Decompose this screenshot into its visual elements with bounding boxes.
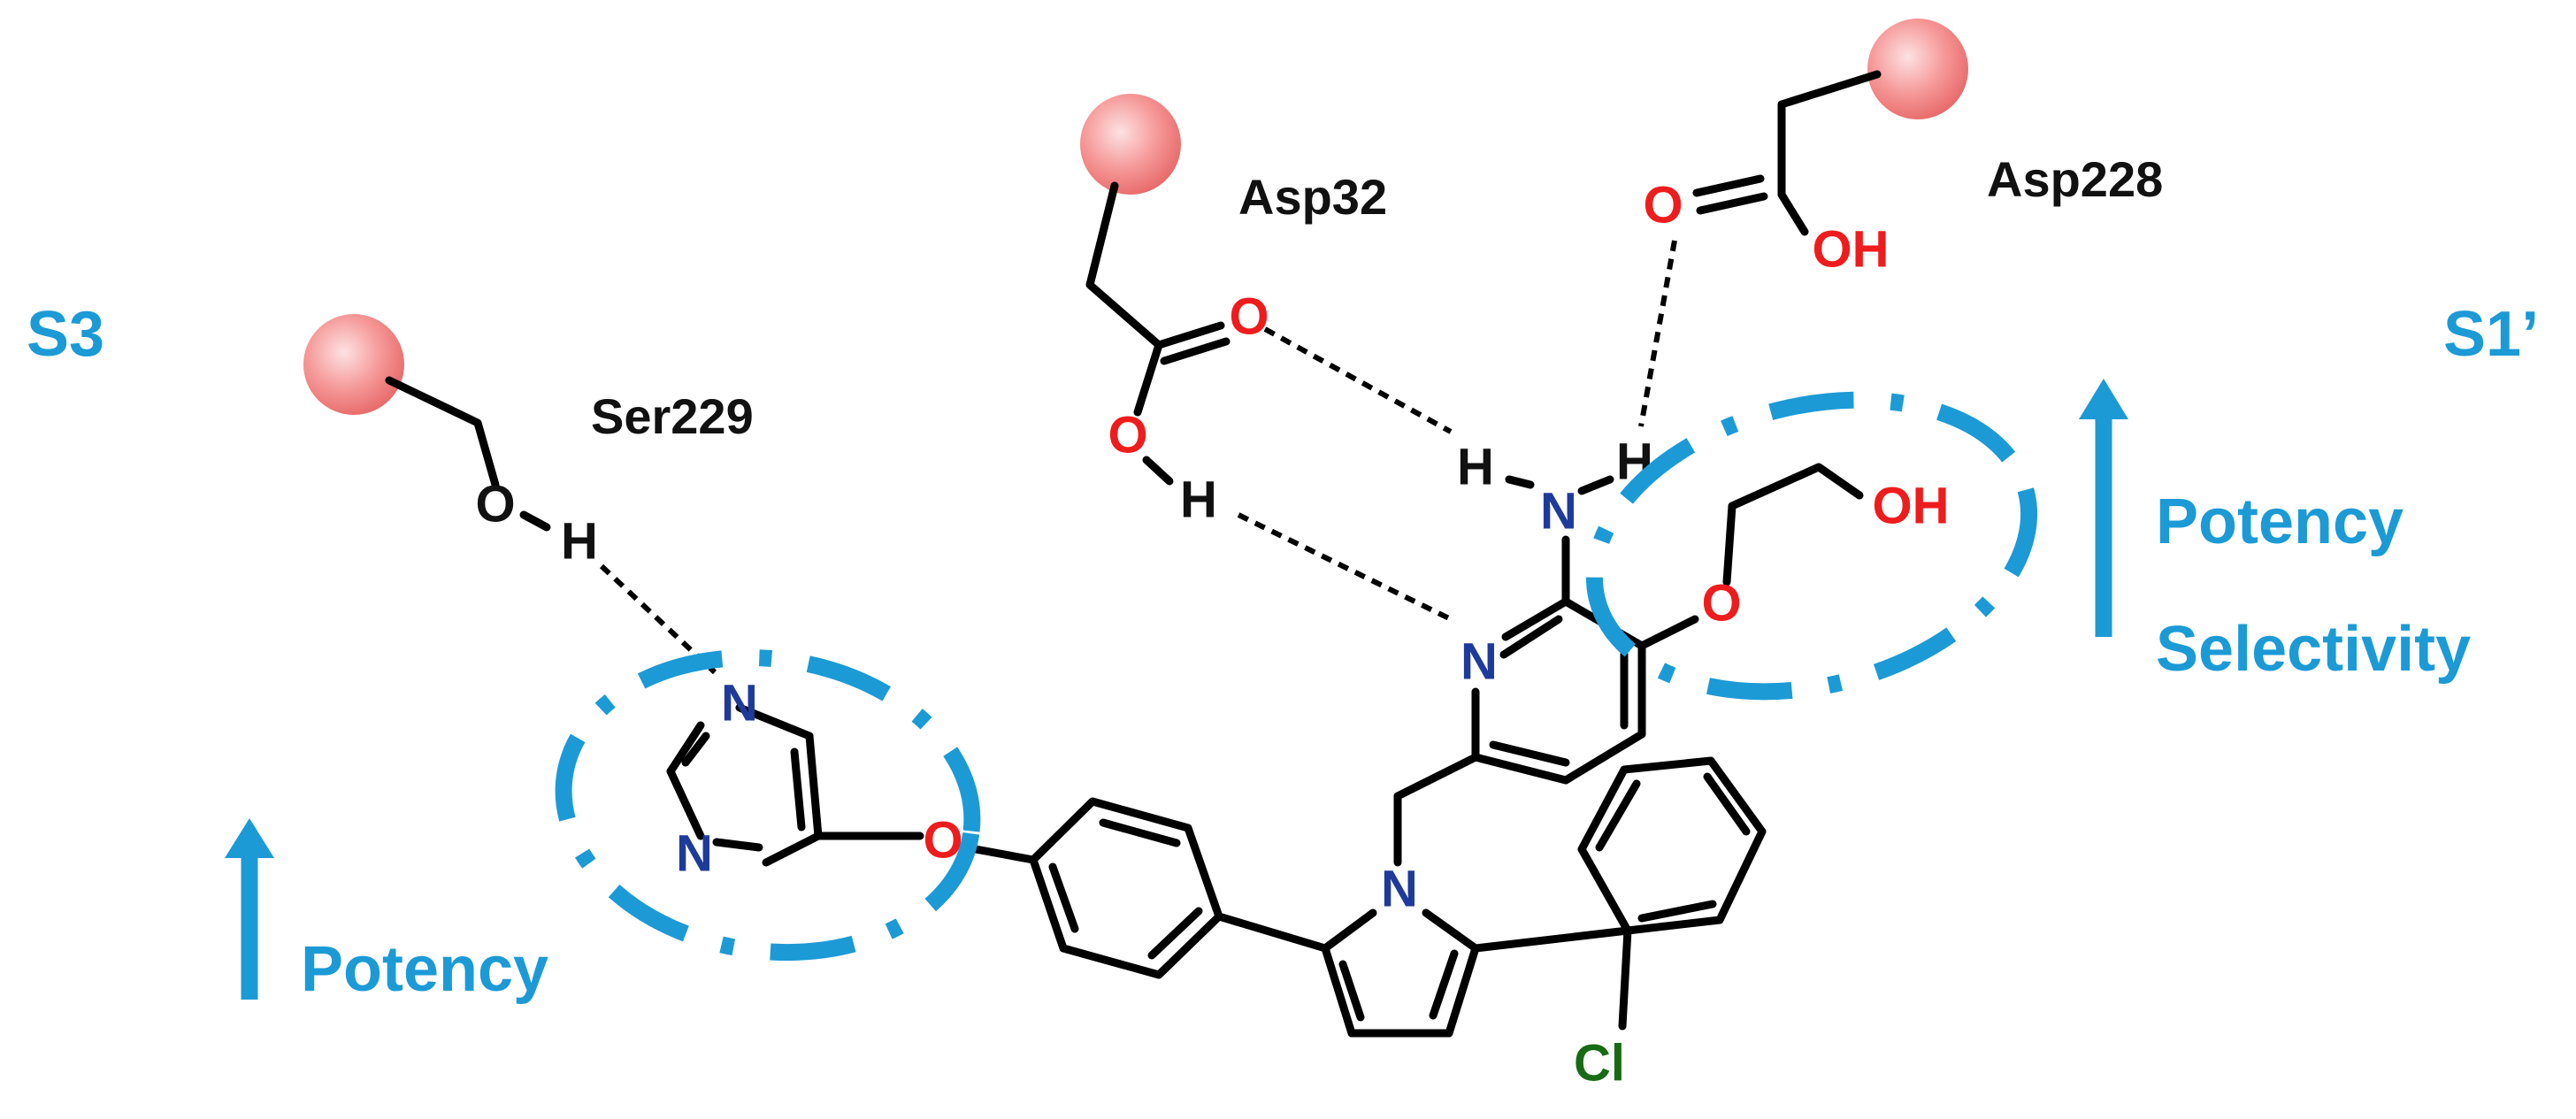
hbond-ser229-pyrimidine bbox=[599, 563, 717, 675]
asp32-side-chain bbox=[1085, 181, 1230, 486]
hydrogen-bonds bbox=[599, 240, 1677, 675]
s3-pocket-label: S3 bbox=[27, 299, 104, 370]
amino-hydrogen-left: H bbox=[1457, 439, 1494, 496]
asp32-residue-sphere bbox=[1080, 94, 1181, 195]
ser229-label: Ser229 bbox=[591, 388, 754, 444]
chlorine-atom: Cl bbox=[1574, 1035, 1625, 1092]
right-potency-selectivity-annotation: Potency Selectivity bbox=[2079, 379, 2471, 685]
left-potency-annotation: Potency bbox=[225, 818, 548, 1005]
hydroxyethoxy-highlight-region bbox=[1585, 391, 2038, 701]
ser229-hydrogen: H bbox=[561, 513, 598, 571]
ligand-skeleton bbox=[666, 463, 1864, 1038]
asp32-hydroxyl-oxygen: O bbox=[1108, 407, 1147, 464]
hbond-asp228-carbonyl-nh bbox=[1638, 240, 1677, 427]
right-potency-label: Potency bbox=[2156, 487, 2404, 557]
s1prime-pocket-label: S1’ bbox=[2443, 299, 2539, 370]
asp228-label: Asp228 bbox=[1987, 151, 2163, 207]
left-potency-label: Potency bbox=[301, 934, 548, 1005]
amino-nitrogen: N bbox=[1540, 483, 1577, 540]
terminal-hydroxyl: OH bbox=[1873, 478, 1950, 535]
right-selectivity-label: Selectivity bbox=[2156, 614, 2471, 685]
asp228-hydroxyl: OH bbox=[1813, 221, 1890, 279]
pyrrole-nitrogen: N bbox=[1381, 861, 1418, 918]
asp228-side-chain bbox=[1692, 70, 1882, 236]
pyrimidine-nitrogen-bottom: N bbox=[676, 825, 713, 883]
ether-oxygen-right: O bbox=[1701, 575, 1741, 632]
pyridine-nitrogen: N bbox=[1460, 633, 1498, 691]
asp228-residue-sphere bbox=[1867, 19, 1968, 119]
asp32-hydroxyl-hydrogen: H bbox=[1180, 471, 1217, 529]
asp32-carbonyl-oxygen: O bbox=[1229, 288, 1269, 346]
asp32-label: Asp32 bbox=[1238, 169, 1387, 225]
hbond-asp32-oh-pyridine bbox=[1237, 512, 1453, 622]
pyrimidine-nitrogen-top: N bbox=[721, 675, 758, 732]
ser229-residue-sphere bbox=[303, 314, 404, 415]
pyrimidine-highlight-region bbox=[555, 648, 981, 962]
ser229-side-chain bbox=[385, 376, 551, 532]
atom-labels: O H O O H O OH H H N N O OH N N O N Cl bbox=[475, 177, 1949, 1092]
asp228-carbonyl-oxygen: O bbox=[1643, 177, 1683, 234]
hbond-asp32-carbonyl-nh bbox=[1263, 326, 1453, 434]
ser229-oxygen: O bbox=[475, 476, 515, 533]
